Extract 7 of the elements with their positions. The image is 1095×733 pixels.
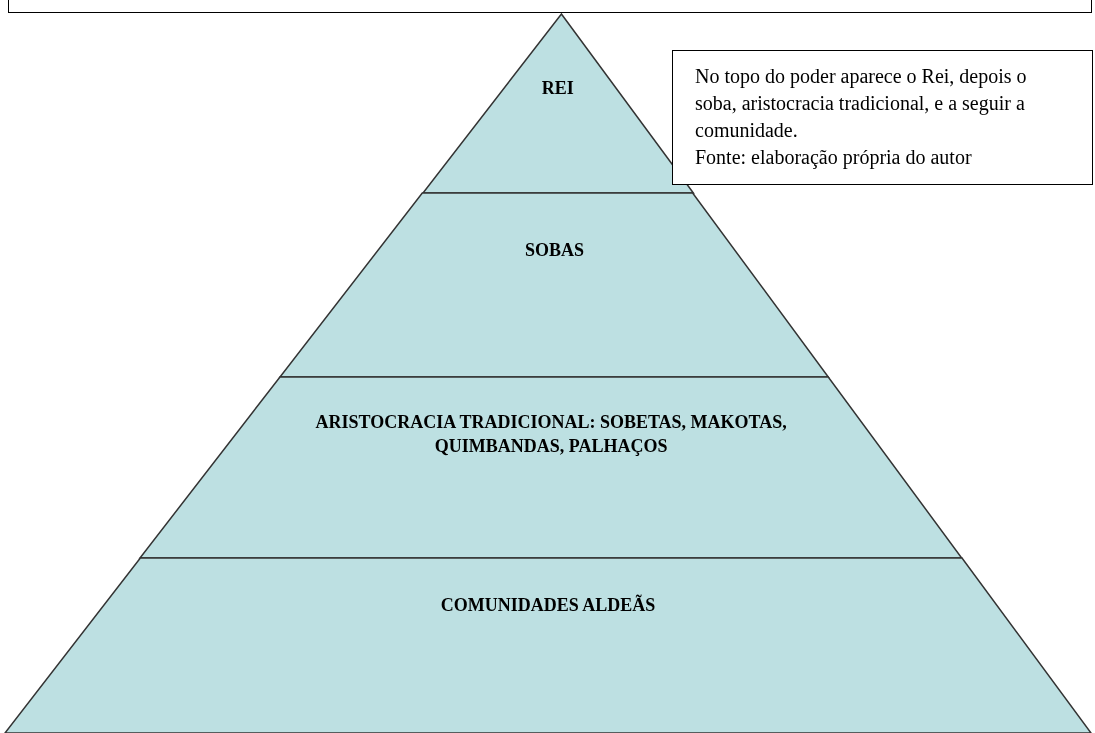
note-text: No topo do poder aparece o Rei, depois o soba, aristocracia tradicional, e a seguir a comunidade. [695,64,1028,143]
level-label: COMUNIDADES ALDEÃS [440,593,656,617]
level-label: ARISTOCRACIA TRADICIONAL: SOBETAS, MAKOTAS, QUIMBANDAS, PALHAÇOS [314,411,788,458]
note-text: Fonte: elaboração própria do autor [695,145,973,171]
level-label: SOBAS [524,239,584,262]
level-label: REI [541,77,574,100]
note-box [672,50,1093,185]
